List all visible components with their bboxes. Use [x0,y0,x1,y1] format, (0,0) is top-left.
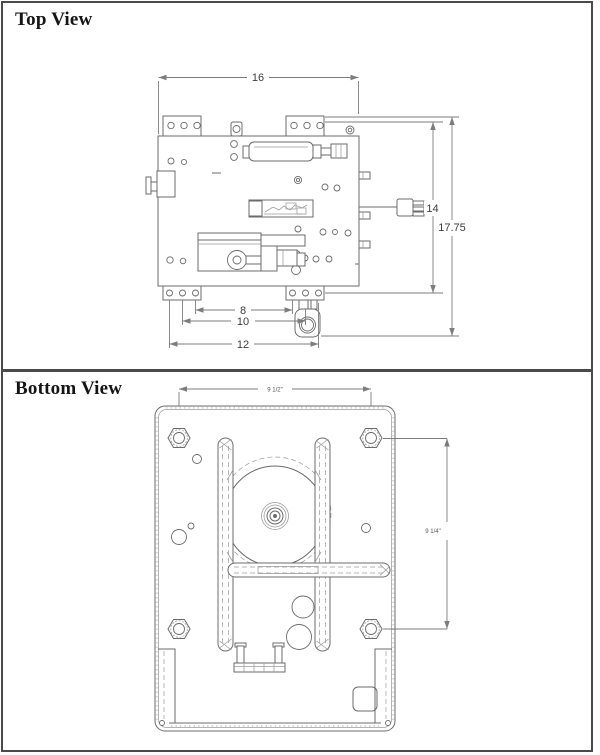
gear-motor-assembly [197,232,306,272]
top-view-drawing: 16 [145,72,468,351]
wire-connector [359,198,425,217]
latch-mechanism [248,199,314,218]
dim-8-label: 8 [240,305,246,317]
hex-nut-top-right [359,428,383,448]
bottom-view-drawing: 9 1/2" [154,386,450,732]
dim-12-label: 12 [237,339,249,351]
dim-16: 16 [158,72,359,134]
cylinder-assembly [242,141,348,162]
mounting-bracket-bottom-left [162,285,202,301]
mounting-bracket-top-right [285,115,325,137]
dim-14-label: 14 [426,203,438,215]
clevis-tab [294,299,321,338]
u-bracket [233,642,286,673]
dim-9-1-2-label: 9 1/2" [267,388,282,394]
dim-16-label: 16 [252,72,264,84]
hidden-circle [218,456,332,570]
slide-rail-left [217,437,234,652]
dim-17-75-label: 17.75 [438,222,466,234]
dim-12: 12 [169,300,319,351]
top-view-panel: Top View 16 [3,3,591,369]
hex-nut-top-left [167,428,191,448]
bottom-view-panel: Bottom View 9 1/2" [3,369,591,749]
mounting-bracket-bottom-right [285,285,325,301]
plate-holes-upper [167,140,341,192]
top-view-title: Top View [15,9,93,30]
horizontal-rail [227,562,391,578]
dim-10: 10 [182,300,306,328]
slide-rail-right [314,437,331,652]
bottom-recess [158,648,392,727]
top-edge-screw [345,125,355,135]
dim-10-label: 10 [237,316,249,328]
bottom-view-title: Bottom View [15,378,123,399]
mounting-bracket-top-left [162,115,202,137]
dim-8: 8 [195,300,293,317]
plate-holes [171,454,371,650]
top-edge-clip [230,121,243,137]
disc-center-shaft [261,502,289,530]
dim-14: 14 [325,121,443,294]
hex-nut-bottom-right [359,619,383,639]
square-cutout [352,686,378,712]
dim-9-1-4-label: 9 1/4" [425,529,440,535]
dim-17-75: 17.75 [321,116,468,337]
hex-nut-bottom-left [167,619,191,639]
dim-9-1-4: 9 1/4" [383,438,450,630]
right-edge-tabs [358,171,371,249]
left-knob [145,170,176,198]
